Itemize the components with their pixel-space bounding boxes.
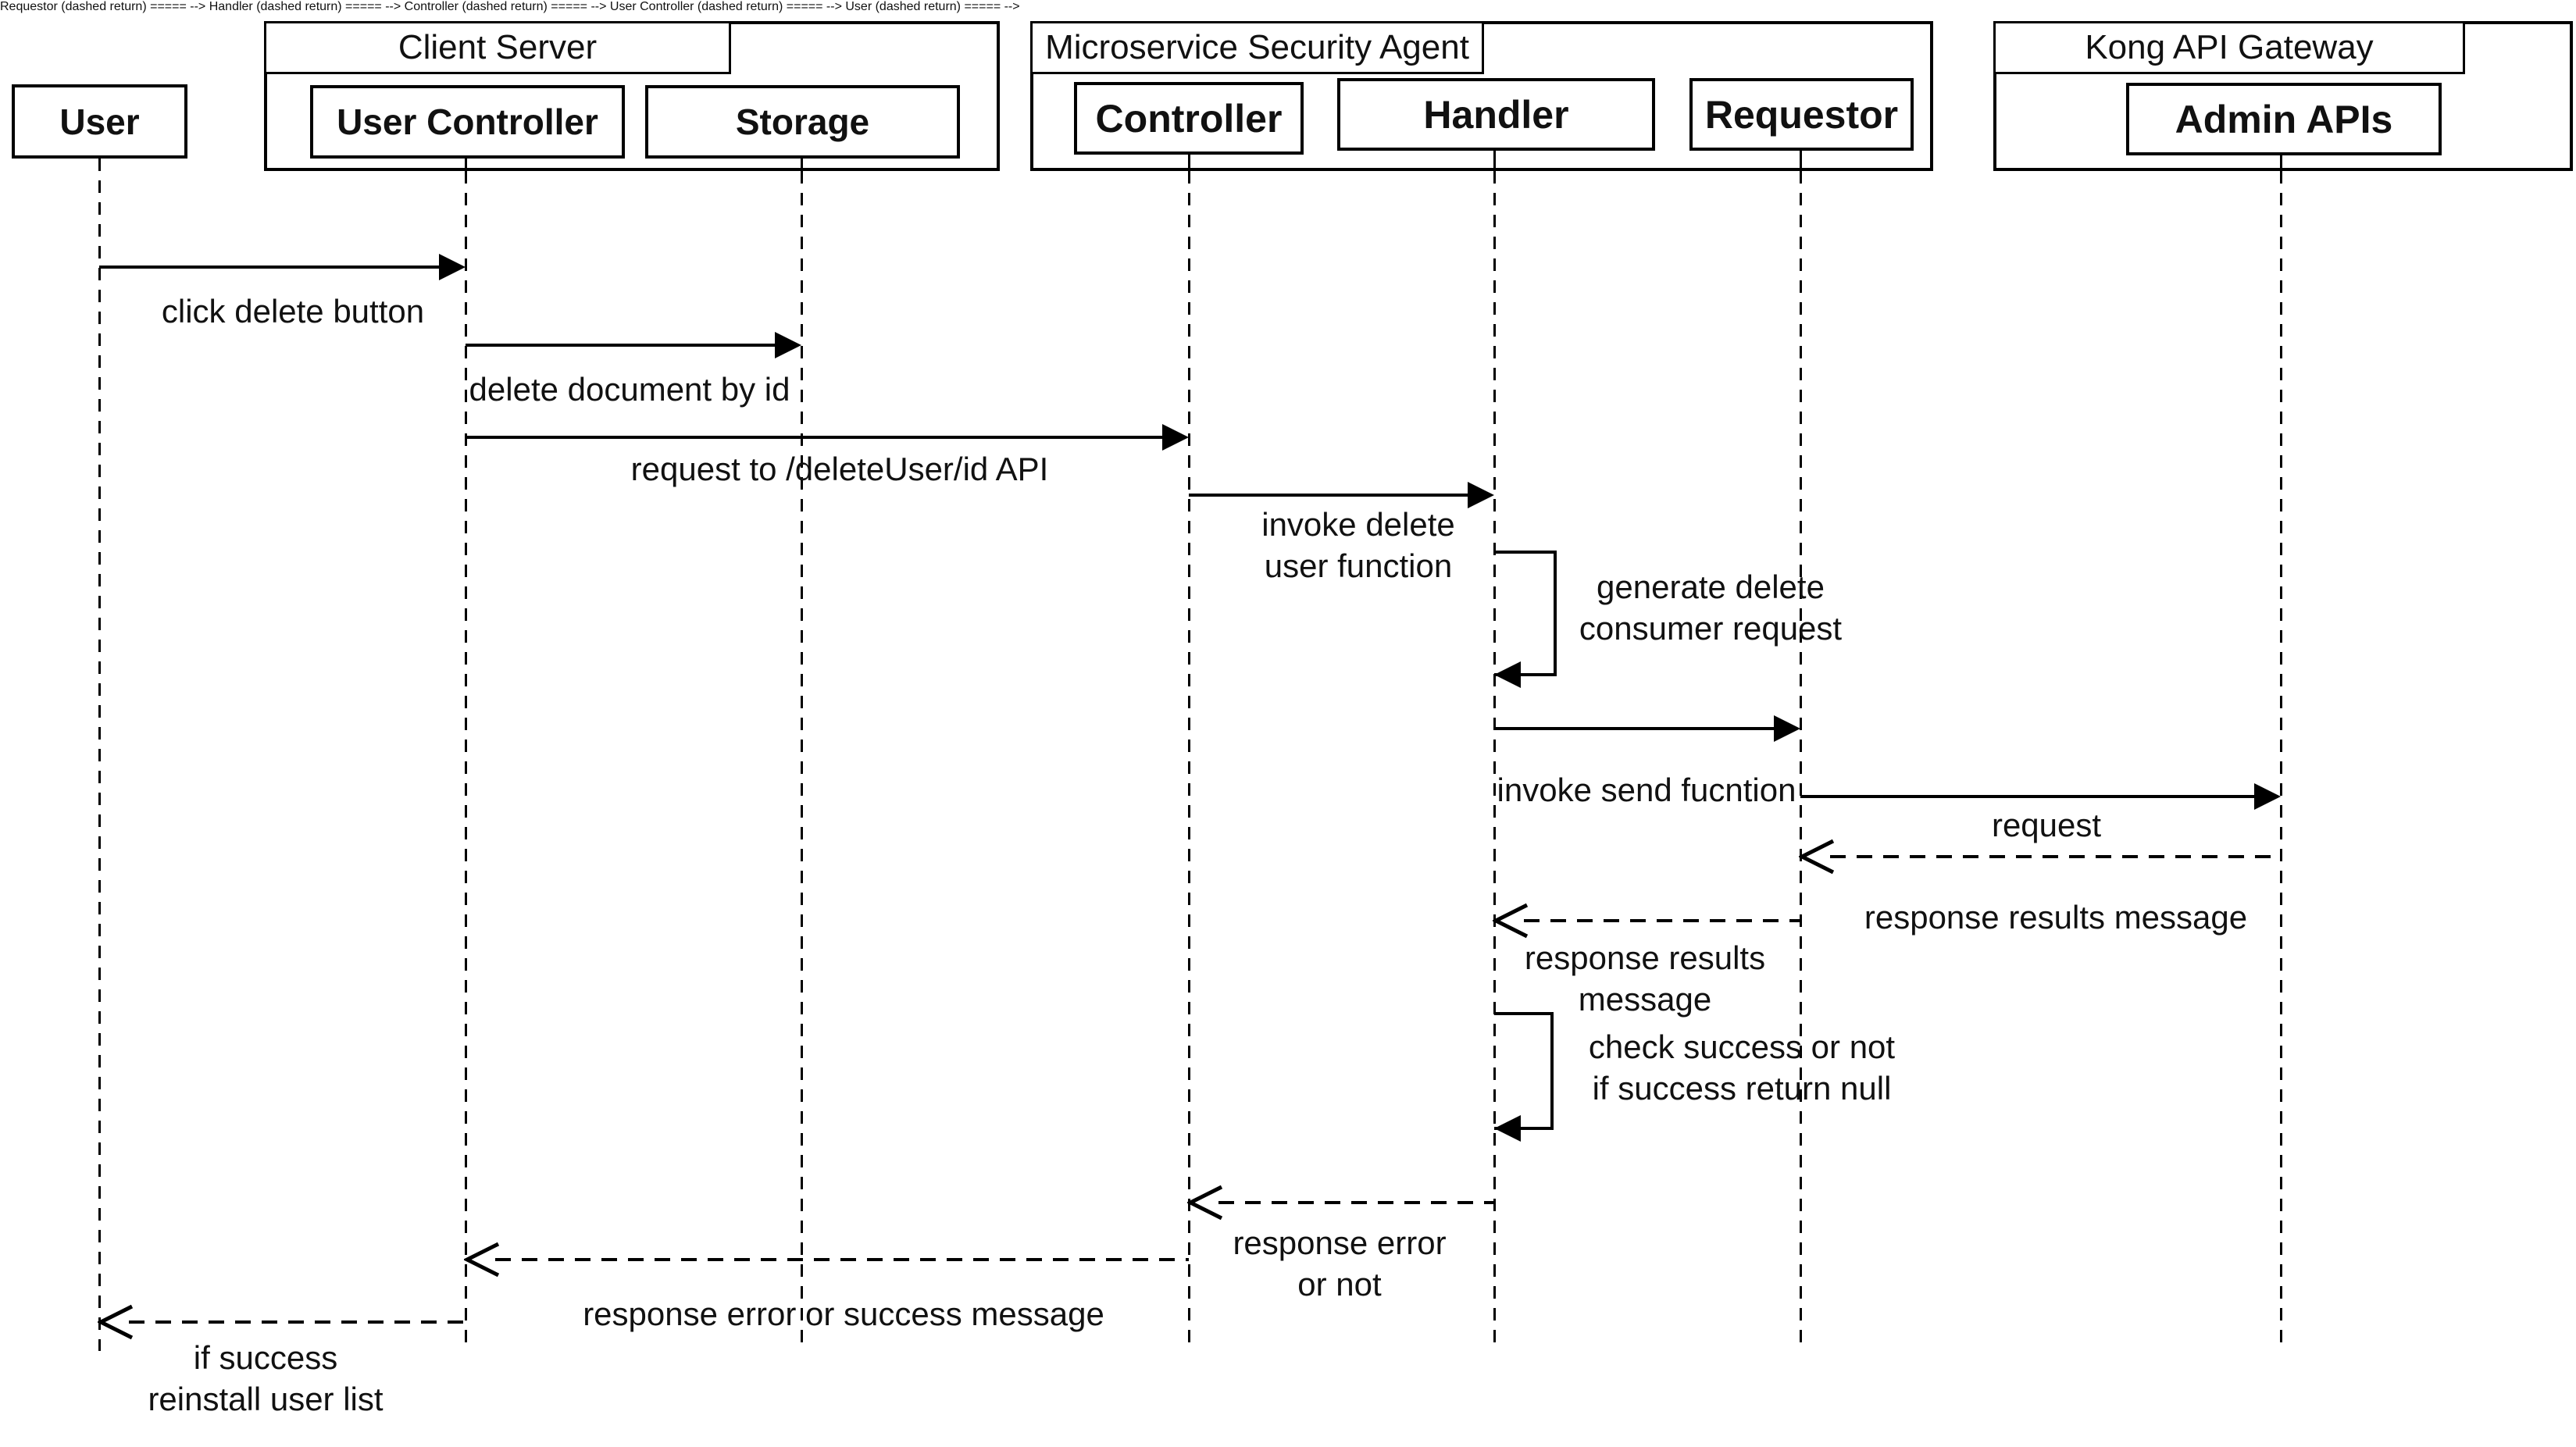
arrowhead-open-left-icon bbox=[1493, 903, 1529, 939]
message-label-8: response results message bbox=[1864, 899, 2248, 936]
frame-title-label: Microservice Security Agent bbox=[1045, 28, 1469, 66]
arrowhead-filled-right-icon bbox=[439, 254, 466, 280]
participant-controller: Controller bbox=[1074, 82, 1304, 155]
lifeline-stub-handler bbox=[1493, 151, 1496, 171]
message-line-2 bbox=[466, 344, 776, 347]
frame-title-kong-api-gateway: Kong API Gateway bbox=[1993, 21, 2465, 74]
message-label-5: generate delete consumer request bbox=[1579, 568, 1843, 647]
lifeline-stub-user-controller bbox=[465, 159, 467, 171]
participant-label-requestor: Requestor bbox=[1704, 92, 1899, 137]
participant-label-controller: Controller bbox=[1095, 96, 1283, 141]
arrowhead-filled-right-icon bbox=[1774, 715, 1800, 742]
message-line-9 bbox=[1524, 919, 1800, 922]
arrowhead-filled-right-icon bbox=[1468, 482, 1494, 508]
lifeline-handler bbox=[1493, 171, 1496, 1351]
message-line-8 bbox=[1830, 855, 2281, 858]
lifeline-stub-storage bbox=[801, 159, 803, 171]
frame-title-label: Client Server bbox=[398, 28, 598, 66]
arrowhead-filled-left-icon bbox=[1494, 1115, 1521, 1142]
frame-title-client-server: Client Server bbox=[264, 21, 731, 74]
message-label-11: response error or not bbox=[1233, 1224, 1447, 1303]
lifeline-stub-controller bbox=[1188, 155, 1190, 171]
message-line-4 bbox=[1189, 494, 1469, 497]
participant-label-user-controller: User Controller bbox=[337, 102, 598, 142]
message-line-12 bbox=[495, 1258, 1189, 1261]
participant-label-user: User bbox=[59, 101, 140, 142]
arrowhead-filled-left-icon bbox=[1494, 661, 1521, 688]
message-label-3: request to /deleteUser/id API bbox=[630, 451, 1049, 487]
participant-handler: Handler bbox=[1337, 78, 1655, 151]
lifeline-controller bbox=[1188, 171, 1190, 1351]
participant-label-storage: Storage bbox=[735, 102, 870, 142]
lifeline-user-controller bbox=[465, 171, 467, 1351]
arrowhead-open-left-icon bbox=[1187, 1185, 1223, 1221]
lifeline-user bbox=[98, 159, 101, 1351]
arrowhead-open-left-icon bbox=[1799, 839, 1835, 875]
participant-admin-apis: Admin APIs bbox=[2126, 83, 2442, 155]
message-label-9: response results message bbox=[1524, 939, 1766, 1018]
message-line-7 bbox=[1800, 795, 2256, 798]
lifeline-stub-requestor bbox=[1800, 151, 1802, 171]
message-label-4: invoke delete user function bbox=[1261, 506, 1455, 584]
participant-label-admin-apis: Admin APIs bbox=[2175, 97, 2393, 141]
message-label-1: click delete button bbox=[161, 293, 425, 330]
lifeline-requestor bbox=[1800, 171, 1802, 1351]
message-line-11 bbox=[1218, 1201, 1494, 1204]
arrowhead-filled-right-icon bbox=[2254, 783, 2281, 810]
lifeline-stub-admin-apis bbox=[2280, 155, 2282, 171]
lifeline-admin-apis bbox=[2280, 171, 2282, 1351]
frame-title-microservice-security-agent: Microservice Security Agent bbox=[1030, 21, 1484, 74]
arrowhead-open-left-icon bbox=[98, 1304, 134, 1340]
message-line-3 bbox=[466, 436, 1164, 439]
message-label-10: check success or not if success return n… bbox=[1588, 1028, 1896, 1107]
frame-title-label: Kong API Gateway bbox=[2085, 28, 2374, 66]
message-label-13: if success reinstall user list bbox=[148, 1339, 384, 1417]
participant-label-handler: Handler bbox=[1423, 92, 1569, 137]
message-label-7: request bbox=[1991, 807, 2102, 843]
lifeline-storage bbox=[801, 171, 803, 1351]
message-label-12: response error or success message bbox=[583, 1296, 1104, 1332]
message-line-1 bbox=[99, 266, 441, 269]
self-loop-1 bbox=[1494, 551, 1557, 676]
participant-requestor: Requestor bbox=[1689, 78, 1914, 151]
participant-user-controller: User Controller bbox=[310, 85, 625, 159]
arrowhead-filled-right-icon bbox=[775, 332, 801, 358]
self-loop-2 bbox=[1494, 1012, 1554, 1130]
message-label-6: invoke send fucntion bbox=[1497, 772, 1796, 808]
message-label-2: delete document by id bbox=[469, 371, 790, 408]
message-line-13 bbox=[129, 1320, 466, 1324]
message-line-6 bbox=[1494, 727, 1775, 730]
participant-storage: Storage bbox=[645, 85, 960, 159]
participant-user: User bbox=[12, 84, 187, 159]
arrowhead-open-left-icon bbox=[464, 1242, 500, 1278]
arrowhead-filled-right-icon bbox=[1162, 424, 1189, 451]
